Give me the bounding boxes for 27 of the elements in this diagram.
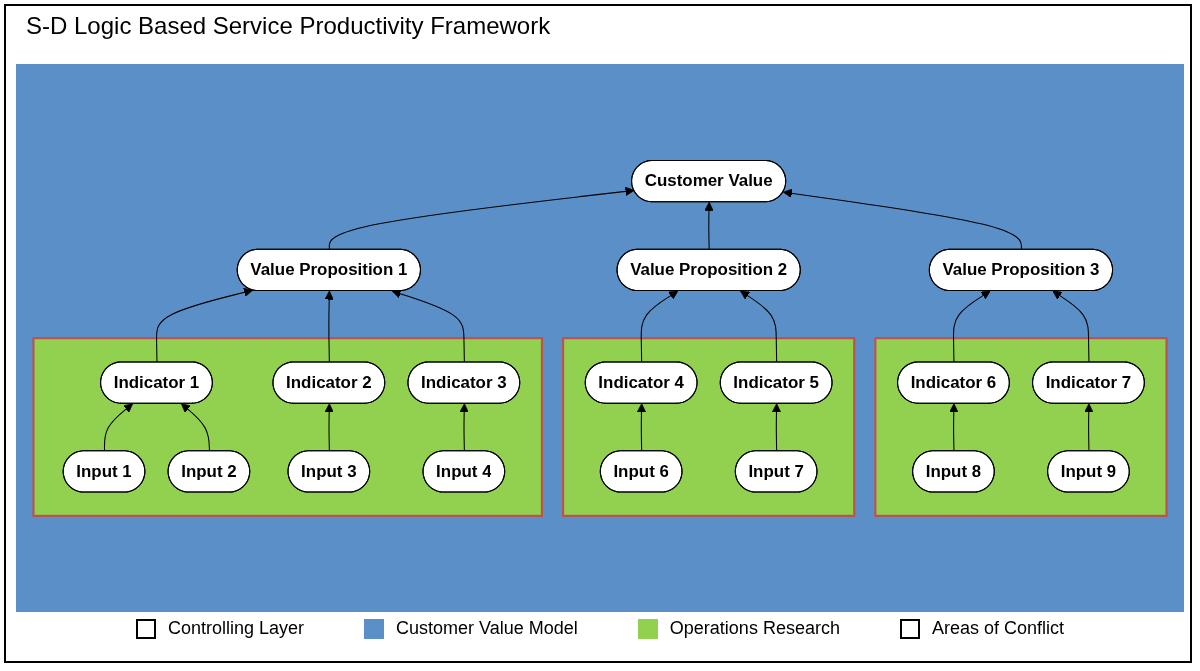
arrow [1052,290,1090,363]
arrow [1084,403,1094,452]
arrow [953,290,991,363]
arrow [156,287,254,363]
title: S-D Logic Based Service Productivity Framework [26,12,551,40]
arrow [324,403,334,452]
arrow [391,289,465,363]
arrow [704,201,714,251]
arrow [180,403,210,452]
legend-label: Controlling Layer [168,618,305,639]
cluster [874,336,1168,517]
arrow [459,403,469,452]
arrow [636,403,647,452]
cluster [32,336,543,517]
customer-value-model-band: Customer Value Value Proposition 1 Value Proposition 2 Value Proposition 3 Indicator 1 Indicator 2 Indicator 3 Input 1 Input 2 Input 3 Input 4 Indicator 4 Indicator 5 Input 6 Input 7 Indicator 6 Indicator 7 Input 8 Input 9 [16,64,1184,612]
arrow [949,403,959,452]
arrow [328,186,635,251]
arrow [324,290,334,363]
legend-label: Operations Research [669,618,840,639]
arrow [771,403,782,452]
arrow [782,188,1022,251]
legend-label: Areas of Conflict [931,618,1064,639]
arrow [103,403,134,452]
cluster [562,336,856,517]
arrow [740,290,778,363]
arrow [640,290,679,363]
legend-label: Customer Value Model [396,618,578,639]
